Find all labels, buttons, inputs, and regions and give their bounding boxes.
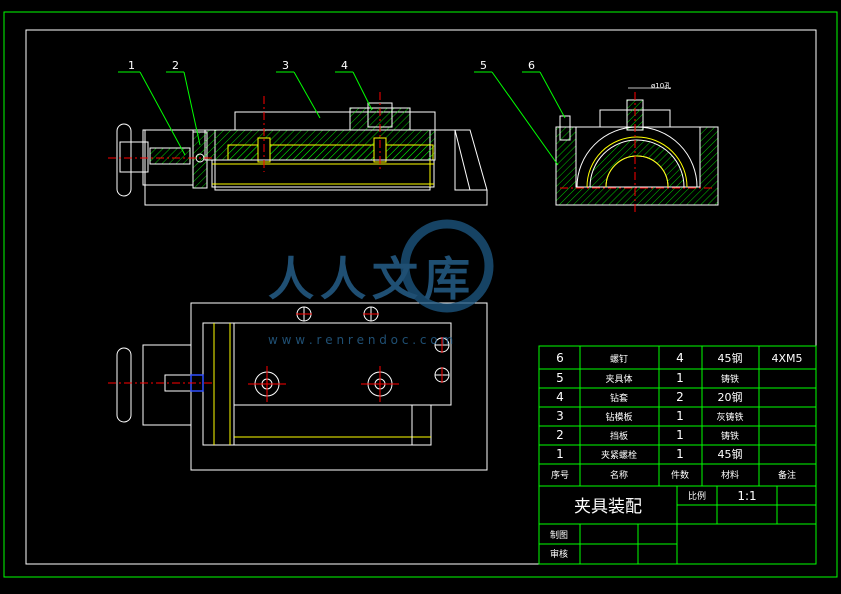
bom-row-1: 1 夹紧螺栓 1 45钢 — [556, 447, 742, 461]
bom-row-5: 5 夹具体 1 铸铁 — [556, 371, 739, 385]
dimension-note: ø10孔 — [651, 82, 671, 90]
svg-text:45钢: 45钢 — [718, 448, 743, 461]
bom-row-2: 2 挡板 1 铸铁 — [556, 428, 739, 442]
arc-band — [589, 139, 685, 188]
scale-label: 比例 — [688, 490, 706, 502]
screw-6 — [559, 115, 571, 141]
svg-text:1: 1 — [676, 371, 684, 385]
svg-text:备注: 备注 — [778, 469, 796, 481]
lower-slot — [211, 159, 435, 188]
svg-text:2: 2 — [556, 428, 564, 442]
drawn-by-label: 制图 — [550, 529, 568, 541]
svg-text:45钢: 45钢 — [718, 352, 743, 365]
screw-shank — [149, 147, 191, 165]
arc-outer — [576, 126, 698, 188]
baffle-2 — [192, 131, 208, 189]
side-view: ø10孔 — [555, 82, 719, 212]
svg-text:4XM5: 4XM5 — [771, 352, 802, 365]
leader-5-label: 5 — [480, 59, 487, 72]
svg-text:名称: 名称 — [610, 469, 628, 481]
outer-frame — [3, 11, 838, 578]
plan-view — [108, 302, 488, 471]
svg-text:夹具体: 夹具体 — [605, 373, 632, 385]
scale-value: 1:1 — [737, 489, 756, 503]
checked-by-label: 审核 — [550, 548, 568, 560]
side-body-hatch — [555, 126, 719, 206]
watermark-title: 人人文库 — [268, 252, 476, 306]
svg-text:件数: 件数 — [671, 469, 689, 481]
svg-text:2: 2 — [676, 390, 684, 404]
svg-text:3: 3 — [556, 409, 564, 423]
plan-bushing-1 — [248, 366, 286, 402]
svg-text:钻套: 钻套 — [610, 392, 628, 404]
svg-text:20钢: 20钢 — [718, 391, 743, 404]
svg-text:铸铁: 铸铁 — [721, 430, 739, 442]
svg-text:4: 4 — [556, 390, 564, 404]
svg-text:材料: 材料 — [721, 469, 739, 481]
bom-table: 6 螺钉 4 45钢 4XM5 5 夹具体 1 铸铁 4 钻套 2 20钢 3 … — [538, 345, 817, 487]
svg-text:1: 1 — [556, 447, 564, 461]
svg-text:序号: 序号 — [551, 469, 569, 481]
knob — [116, 123, 132, 197]
plan-screw-body — [142, 344, 192, 426]
plan-left-block — [202, 322, 235, 446]
leaders: 1 2 3 4 5 6 — [118, 59, 566, 166]
leader-3-label: 3 — [282, 59, 289, 72]
leader-6-label: 6 — [528, 59, 535, 72]
knob-hub — [119, 141, 149, 173]
title-block: 夹具装配 比例 1:1 制图 审核 — [538, 485, 817, 565]
bom-row-4: 4 钻套 2 20钢 — [556, 390, 742, 404]
svg-text:1: 1 — [676, 447, 684, 461]
svg-text:灰铸铁: 灰铸铁 — [716, 411, 743, 423]
plan-lower-slot — [233, 404, 432, 446]
arc-mid — [586, 136, 688, 188]
inner-frame — [25, 29, 817, 565]
svg-text:1: 1 — [676, 428, 684, 442]
leader-4-label: 4 — [341, 59, 348, 72]
svg-text:铸铁: 铸铁 — [721, 373, 739, 385]
watermark: 人人文库 w w w . r e n r e n d o c . c o m — [268, 219, 494, 347]
svg-text:钻模板: 钻模板 — [605, 411, 632, 423]
drawing-title: 夹具装配 — [574, 497, 642, 517]
plan-knob — [116, 347, 132, 423]
svg-text:夹紧螺栓: 夹紧螺栓 — [601, 449, 637, 461]
front-view — [108, 92, 488, 206]
watermark-url: w w w . r e n r e n d o c . c o m — [268, 333, 453, 347]
base-chamfer — [454, 129, 488, 191]
svg-text:挡板: 挡板 — [610, 430, 628, 442]
svg-text:螺钉: 螺钉 — [610, 354, 628, 365]
bom-row-3: 3 钻模板 1 灰铸铁 — [556, 409, 743, 423]
svg-text:4: 4 — [676, 351, 684, 365]
leader-1-label: 1 — [128, 59, 135, 72]
watermark-logo-ring — [400, 219, 494, 313]
bom-header: 序号 名称 件数 材料 备注 — [551, 469, 796, 481]
svg-text:5: 5 — [556, 371, 564, 385]
arc-inner — [605, 155, 669, 188]
leader-2-label: 2 — [172, 59, 179, 72]
bom-row-6: 6 螺钉 4 45钢 4XM5 — [556, 351, 802, 365]
plan-bushing-2 — [361, 366, 399, 402]
svg-text:1: 1 — [676, 409, 684, 423]
svg-text:6: 6 — [556, 351, 564, 365]
plan-screws — [296, 306, 450, 383]
